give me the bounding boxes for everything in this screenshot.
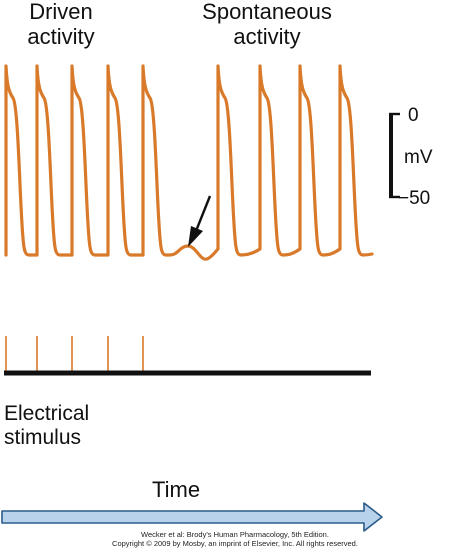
arrow-pointer-icon — [188, 195, 212, 247]
stimulus-ticks — [5, 336, 144, 372]
scale-top-label: 0 — [408, 105, 419, 126]
driven-activity-label: Driven activity — [27, 0, 95, 49]
scale-bottom-label: −50 — [398, 188, 431, 209]
scale-unit-label: mV — [404, 147, 433, 168]
action-potential-trace — [4, 64, 374, 261]
credit-line-2: Copyright © 2009 by Mosby, an imprint of… — [112, 539, 358, 549]
time-label: Time — [152, 477, 201, 502]
copyright-credit: Wecker et al: Brody's Human Pharmacology… — [70, 530, 400, 549]
time-arrow-icon — [1, 502, 383, 532]
voltage-scale-bar — [389, 112, 400, 199]
spontaneous-activity-label: Spontaneous activity — [202, 0, 332, 49]
electrical-stimulus-label: Electrical stimulus — [4, 402, 90, 450]
credit-line-1: Wecker et al: Brody's Human Pharmacology… — [141, 530, 329, 539]
